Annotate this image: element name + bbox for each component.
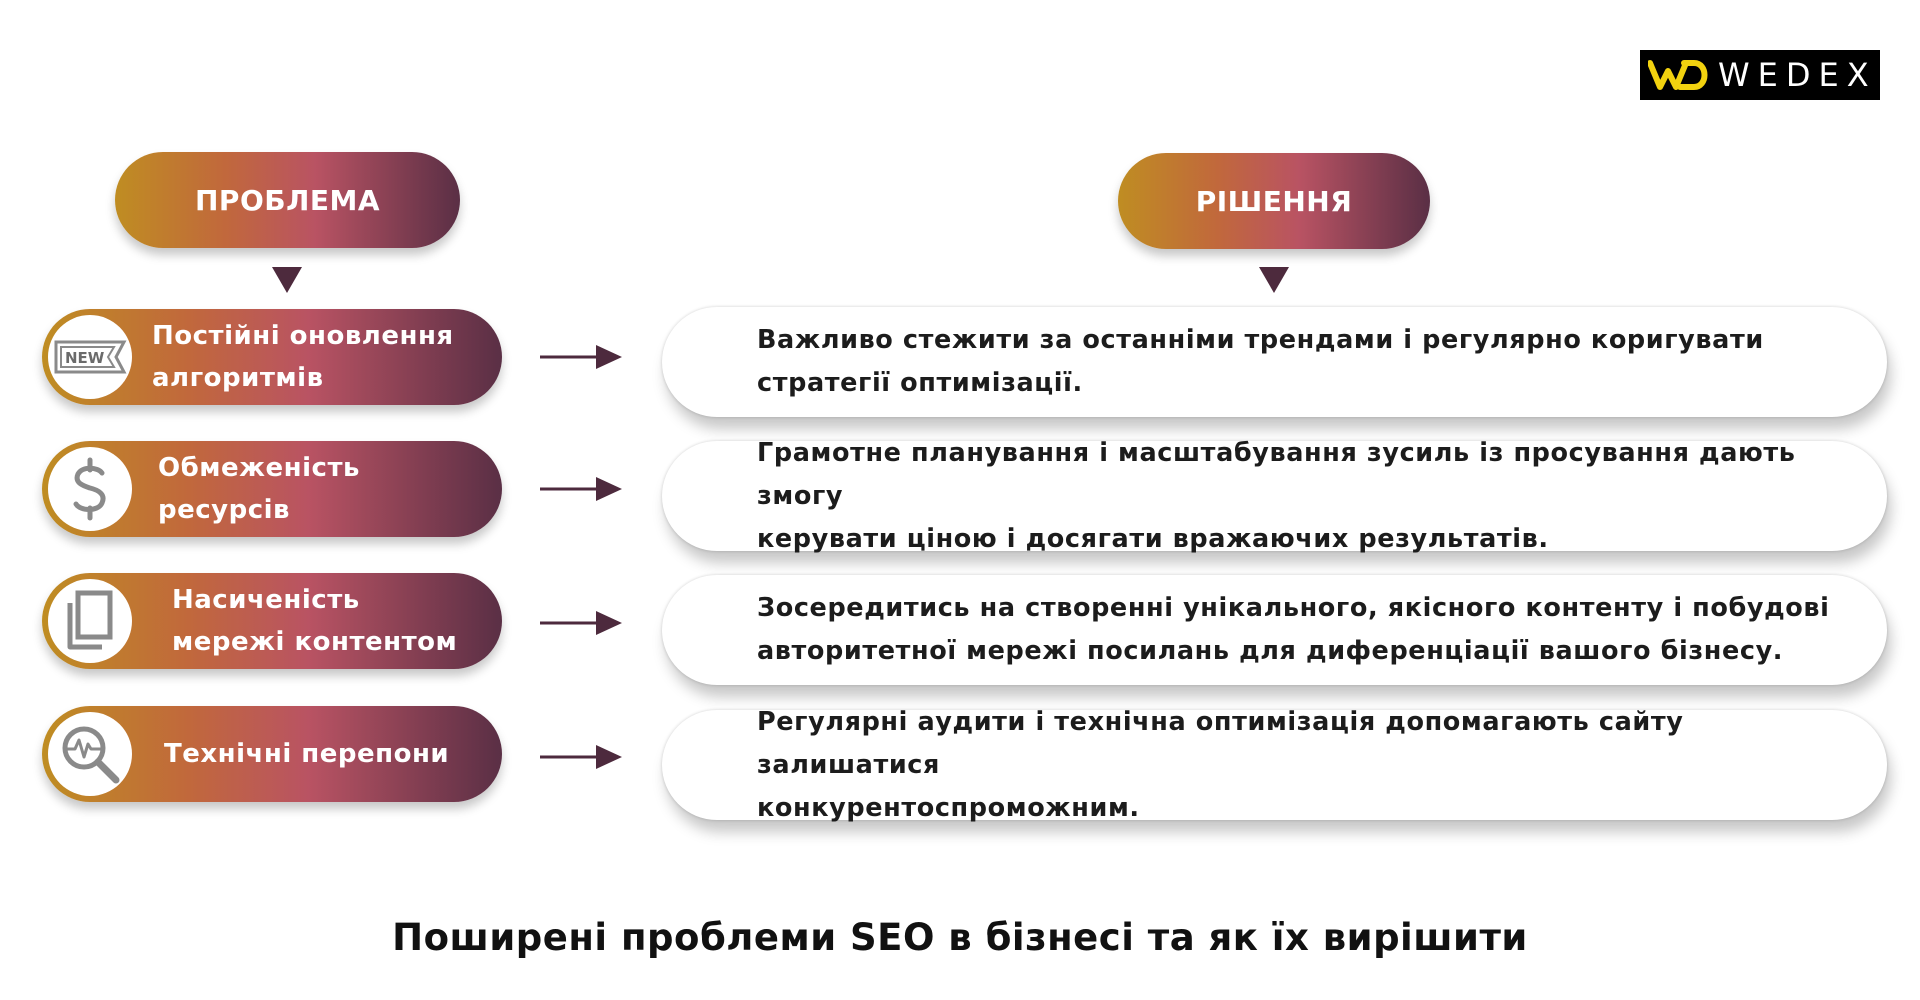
problem-label: Насиченість мережі контентом (172, 585, 458, 657)
copy-pages-icon (67, 590, 113, 650)
solution-header-label: РІШЕННЯ (1195, 184, 1353, 218)
right-arrow (540, 345, 622, 369)
solution-item-algorithm-updates: Важливо стежити за останніми трендами і … (662, 307, 1887, 417)
solution-header: РІШЕННЯ (1118, 153, 1430, 249)
problem-item-limited-resources: Обмеженість ресурсів (42, 441, 502, 537)
solution-text: Важливо стежити за останніми трендами і … (757, 325, 1764, 398)
solution-text: Зосередитись на створенні унікального, я… (757, 593, 1830, 666)
solution-text: Регулярні аудити і технічна оптимізація … (757, 706, 1684, 823)
problem-down-arrow (272, 267, 302, 293)
wd-logo-mark-icon (1648, 60, 1708, 90)
logo-text: WEDEX (1718, 56, 1877, 94)
dollar-icon (73, 457, 106, 521)
problem-label: Обмеженість ресурсів (158, 453, 360, 525)
solution-text: Грамотне планування і масштабування зуси… (757, 437, 1796, 554)
wedex-logo: WEDEX (1640, 50, 1880, 100)
solution-item-content-saturation: Зосередитись на створенні унікального, я… (662, 575, 1887, 685)
problem-label: Технічні перепони (164, 739, 450, 769)
svg-text:NEW: NEW (65, 349, 105, 367)
right-arrow (540, 477, 622, 501)
problem-icon-circle (48, 579, 132, 663)
problem-header-label: ПРОБЛЕМА (194, 183, 380, 217)
solution-down-arrow (1259, 267, 1289, 293)
problem-icon-circle (48, 447, 132, 531)
solution-item-technical-barriers: Регулярні аудити і технічна оптимізація … (662, 706, 1887, 823)
new-badge-icon: NEW (54, 340, 127, 374)
problem-item-technical-barriers: Технічні перепони (42, 706, 502, 802)
problem-icon-circle (48, 712, 132, 796)
right-arrow (540, 611, 622, 635)
solution-item-limited-resources: Грамотне планування і масштабування зуси… (662, 437, 1887, 554)
problem-item-algorithm-updates: NEW Постійні оновлення алгоритмів (42, 309, 502, 405)
problem-item-content-saturation: Насиченість мережі контентом (42, 573, 502, 669)
magnifier-pulse-icon (62, 726, 120, 784)
diagram-caption: Поширені проблеми SEO в бізнесі та як їх… (392, 916, 1528, 959)
problem-icon-circle: NEW (48, 315, 132, 399)
problem-header: ПРОБЛЕМА (115, 152, 460, 248)
problem-label: Постійні оновлення алгоритмів (152, 321, 454, 393)
right-arrow (540, 745, 622, 769)
